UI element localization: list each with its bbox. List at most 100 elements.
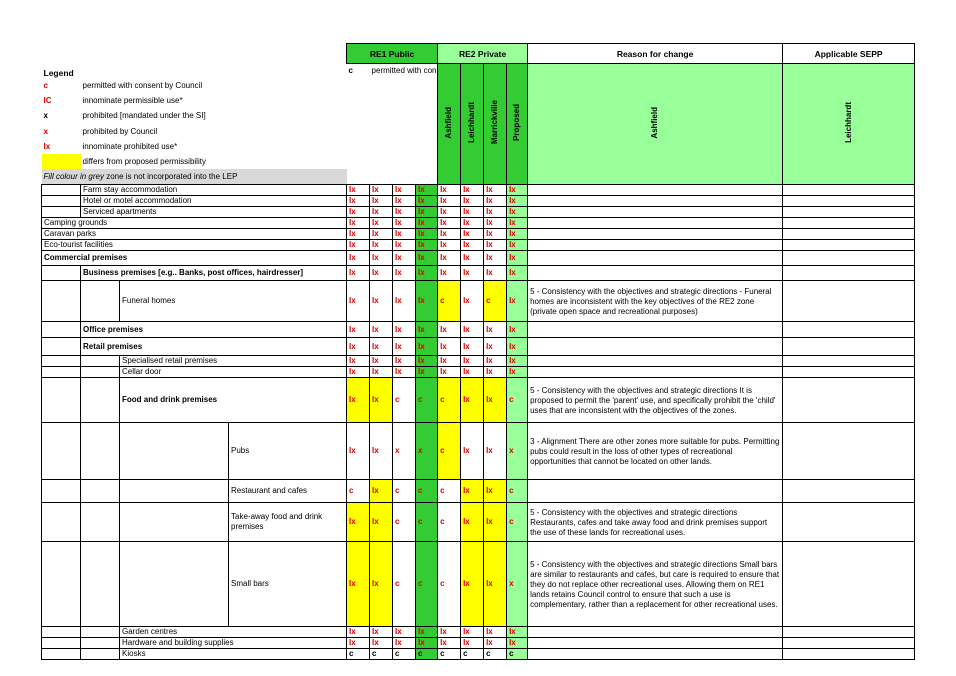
indent-cell [41, 355, 81, 367]
sepp-cell [782, 265, 916, 281]
col-label: Marrickville [490, 100, 500, 145]
reason-cell [527, 337, 784, 356]
permissibility-cell: Ix [460, 626, 485, 638]
sepp-cell [782, 502, 916, 542]
permissibility-cell: Ix [369, 637, 394, 649]
permissibility-cell: Ix [483, 239, 508, 251]
row-label: Retail premises [79, 337, 348, 356]
permissibility-cell: x [392, 422, 417, 480]
sepp-cell [782, 648, 916, 660]
indent-cell [80, 366, 120, 378]
sepp-cell [782, 184, 916, 196]
indent-cell [80, 355, 120, 367]
reason-cell [527, 206, 784, 218]
permissibility-cell: Ix [369, 239, 394, 251]
permissibility-cell: c [437, 502, 462, 542]
indent-cell [80, 479, 120, 503]
permissibility-cell: Ix [346, 422, 371, 480]
col-label: Leichhardt [843, 102, 853, 143]
legend-text: differs from proposed permissibility [82, 156, 206, 166]
permissibility-cell: Ix [460, 377, 485, 423]
reason-cell [527, 479, 784, 503]
re1-col-proposed: Proposed [506, 63, 529, 185]
row-label: Pubs [227, 422, 348, 480]
indent-cell [80, 377, 120, 423]
permissibility-cell: Ix [369, 265, 394, 281]
permissibility-cell: Ix [506, 228, 529, 240]
reason-cell: 5 - Consistency with the objectives and … [527, 541, 784, 627]
legend-text: prohibited [mandated under the SI] [82, 111, 206, 121]
sepp-cell [782, 366, 916, 378]
permissibility-cell: Ix [483, 355, 508, 367]
legend-title: Legend [43, 67, 74, 78]
fill-note-a: Fill colour in grey [43, 171, 104, 181]
permissibility-cell: Ix [483, 217, 508, 229]
permissibility-cell: Ix [460, 479, 485, 503]
row-label: Caravan parks [40, 228, 348, 240]
permissibility-cell: Ix [460, 250, 485, 266]
permissibility-cell: c [506, 648, 529, 660]
permissibility-cell: Ix [346, 228, 371, 240]
permissibility-cell: Ix [483, 206, 508, 218]
row-label: Take-away food and drink premises [227, 502, 348, 542]
row-label: Specialised retail premises [118, 355, 348, 367]
legend-code-cell: c [42, 79, 81, 94]
permissibility-cell: Ix [437, 206, 462, 218]
row-label: Cellar door [118, 366, 348, 378]
permissibility-cell: c [392, 479, 417, 503]
sepp-cell [782, 217, 916, 229]
permissibility-cell: Ix [369, 355, 394, 367]
indent-cell [41, 195, 81, 207]
permissibility-cell: c [506, 502, 529, 542]
indent-cell [80, 648, 120, 660]
permissibility-cell: Ix [392, 280, 417, 322]
permissibility-cell: c [392, 541, 417, 627]
col-label: Leichhardt [467, 102, 477, 143]
legend-code: c [43, 81, 48, 91]
permissibility-cell: Ix [506, 321, 529, 338]
indent-cell [119, 479, 229, 503]
permissibility-cell: Ix [415, 195, 439, 207]
permissibility-cell: Ix [346, 321, 371, 338]
legend-code: c [348, 66, 353, 76]
permissibility-cell: Ix [346, 280, 371, 322]
legend-code: x [43, 126, 48, 136]
row-label: Office premises [79, 321, 348, 338]
permissibility-cell: c [392, 377, 417, 423]
sepp-cell [782, 239, 916, 251]
permissibility-cell: Ix [346, 541, 371, 627]
permissibility-cell: Ix [415, 280, 439, 322]
permissibility-cell: c [437, 648, 462, 660]
permissibility-cell: Ix [415, 184, 439, 196]
sepp-cell [782, 280, 916, 322]
permissibility-cell: Ix [483, 377, 508, 423]
permissibility-cell: c [415, 377, 439, 423]
permissibility-cell: Ix [460, 280, 485, 322]
reason-cell [527, 239, 784, 251]
re1-col-marrickville: Marrickville [483, 63, 508, 185]
permissibility-cell: x [506, 541, 529, 627]
reason-cell [527, 648, 784, 660]
row-label: Restaurant and cafes [227, 479, 348, 503]
row-label: Business premises [e.g.. Banks, post off… [79, 265, 348, 281]
legend-code-cell: x [42, 109, 81, 124]
legend-text: permitted with consent by Council [82, 81, 203, 91]
row-label: Hotel or motel accommodation [79, 195, 348, 207]
permissibility-cell: Ix [506, 239, 529, 251]
permissibility-cell: Ix [369, 184, 394, 196]
permissibility-cell: Ix [369, 502, 394, 542]
permissibility-cell: c [415, 541, 439, 627]
indent-cell [80, 502, 120, 542]
permissibility-cell: Ix [460, 265, 485, 281]
permissibility-cell: Ix [392, 337, 417, 356]
permissibility-cell: Ix [346, 626, 371, 638]
permissibility-cell: c [437, 541, 462, 627]
permissibility-cell: Ix [415, 337, 439, 356]
legend-code-cell: x [42, 124, 81, 139]
sepp-cell [782, 195, 916, 207]
